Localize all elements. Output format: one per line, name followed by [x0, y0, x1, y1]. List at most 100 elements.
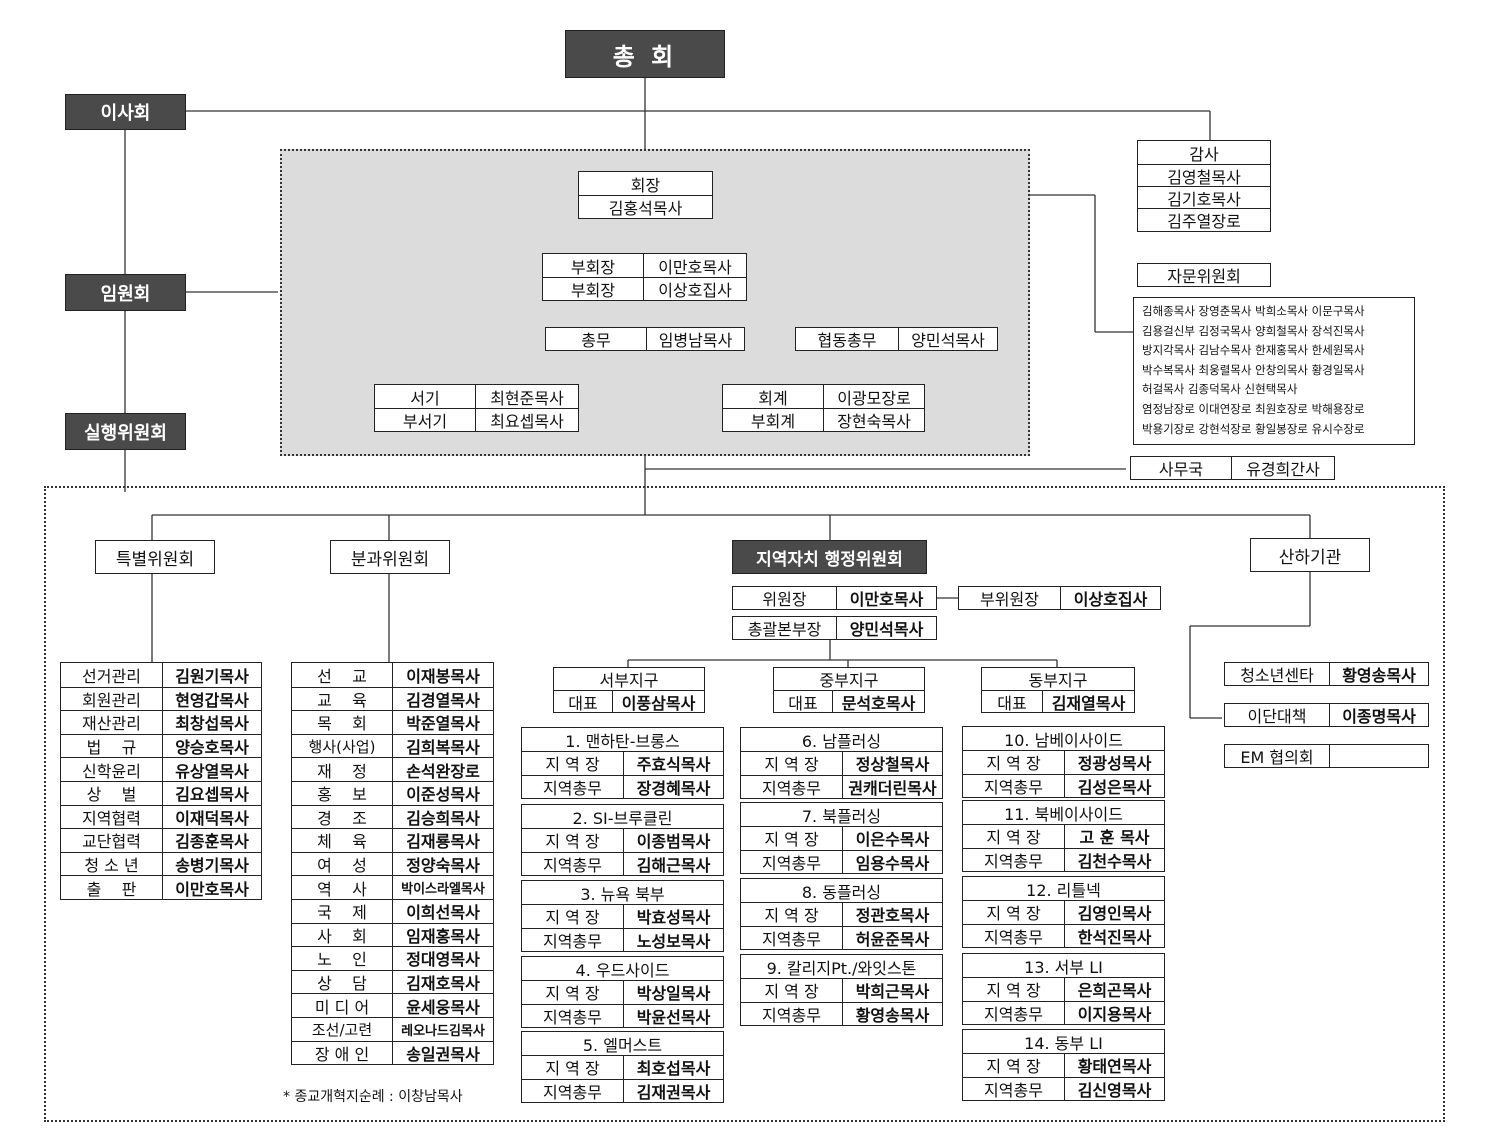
treasurer-title: 회계	[758, 388, 788, 408]
officers-council-box: 임원회	[65, 274, 186, 311]
division-name: 손석완장로	[392, 758, 493, 781]
division-label: 체 육	[317, 832, 367, 852]
region-name: 8. 동플러싱	[801, 882, 882, 902]
region-sec-label: 지역총무	[543, 1082, 602, 1102]
division-name: 송일권목사	[392, 1041, 493, 1065]
region-sec: 박윤선목사	[623, 1004, 723, 1027]
special-label: 재산관리	[82, 714, 141, 734]
region-sec: 김신영목사	[1064, 1077, 1164, 1100]
region-sec: 권캐더린목사	[842, 775, 942, 798]
region-name: 13. 서부 LI	[1024, 957, 1103, 977]
region-head-label: 지 역 장	[545, 755, 600, 775]
coop-secretary-box: 협동총무 양민석목사	[795, 327, 998, 351]
advisory-line: 김해종목사 장영춘목사 박희소목사 이문구목사	[1142, 304, 1365, 318]
advisory-line: 염정남장로 이대연장로 최원호장로 박해용장로	[1142, 401, 1365, 416]
audit-table: 감사 김영철목사 김기호목사 김주열장로	[1137, 140, 1271, 232]
division-name: 임재홍목사	[392, 923, 493, 947]
treasurer-name: 장현숙목사	[823, 409, 924, 431]
region-name: 9. 칼리지Pt./와잇스톤	[766, 958, 917, 978]
general-secretary-box: 총무 임병남목사	[545, 327, 745, 351]
affiliate-label: 이단대책	[1247, 707, 1307, 726]
region-sec-label: 지역총무	[984, 1004, 1043, 1024]
region-name: 6. 남플러싱	[801, 731, 882, 751]
region-head: 이은수목사	[842, 827, 942, 850]
division-label: 미 디 어	[314, 997, 370, 1017]
division-label: 교 육	[317, 690, 367, 710]
president-name: 김홍석목사	[608, 199, 683, 218]
chair-name: 이만호목사	[836, 587, 936, 609]
special-name: 김요셉목사	[162, 781, 261, 805]
division-name: 김재호목사	[392, 970, 493, 994]
division-name: 정대영목사	[392, 947, 493, 970]
division-name: 박준열목사	[392, 711, 493, 734]
affiliate-label: 청소년센타	[1240, 666, 1314, 685]
secretary-name: 최현준목사	[475, 385, 578, 408]
special-name: 현영갑목사	[162, 687, 261, 711]
region-sec-label: 지역총무	[984, 927, 1043, 947]
vice-chair-title: 부위원장	[980, 590, 1039, 609]
advisory-line: 방지각목사 김남수목사 한재홍목사 한세원목사	[1142, 343, 1365, 358]
region-sec-label: 지역총무	[984, 777, 1043, 797]
division-label: 여 성	[317, 856, 367, 876]
region-sec-label: 지역총무	[543, 1007, 602, 1027]
region-sec: 황영송목사	[842, 1002, 942, 1025]
special-label: 청 소 년	[84, 856, 139, 876]
coop-title: 협동총무	[817, 331, 877, 350]
region-head-label: 지 역 장	[545, 832, 600, 852]
district-rep: 문석호목사	[832, 691, 924, 712]
pilgrimage-note: * 종교개혁지순례 : 이창남목사	[283, 1089, 463, 1105]
special-name: 양승호목사	[162, 734, 261, 758]
region-name: 4. 우드사이드	[575, 960, 670, 980]
region-sec: 김천수목사	[1064, 848, 1164, 871]
coop-name: 양민석목사	[898, 328, 997, 350]
region-sec-label: 지역총무	[762, 778, 821, 798]
affiliate-name: 이종명목사	[1329, 704, 1428, 726]
advisory-members: 김해종목사 장영춘목사 박희소목사 이문구목사 김용걸신부 김정국목사 양희철목…	[1133, 297, 1415, 445]
division-label: 선 교	[317, 666, 367, 686]
special-name: 이만호목사	[162, 876, 261, 899]
special-name: 유상열목사	[162, 758, 261, 781]
division-name: 박이스라엘목사	[392, 876, 493, 899]
region-head-label: 지 역 장	[545, 908, 600, 928]
affiliate-row: 이단대책 이종명목사	[1224, 703, 1429, 727]
committees-area	[44, 486, 1445, 1122]
secretary-title: 서기	[410, 388, 440, 408]
hq-name: 양민석목사	[836, 617, 936, 639]
region-sec: 김해근목사	[623, 852, 723, 875]
district-name: 동부지구	[1028, 671, 1088, 690]
region-sec-label: 지역총무	[543, 855, 602, 875]
region-name: 14. 동부 LI	[1024, 1033, 1103, 1053]
division-label: 조선/고련	[311, 1020, 373, 1039]
region-sec: 허윤준목사	[842, 926, 942, 949]
division-committee-box: 분과위원회	[330, 540, 450, 574]
region-head-label: 지 역 장	[986, 754, 1041, 774]
vice-title: 부회장	[570, 281, 616, 300]
division-name: 김희복목사	[392, 734, 493, 758]
region-sec: 김재권목사	[623, 1079, 723, 1102]
division-name: 이희선목사	[392, 899, 493, 923]
region-sec: 이지용목사	[1064, 1001, 1164, 1024]
general-title: 총무	[581, 331, 611, 350]
district-rep: 이풍삼목사	[612, 691, 704, 712]
president-box: 회장 김홍석목사	[578, 171, 713, 219]
region-head: 박희근목사	[842, 979, 942, 1002]
advisory-title: 자문위원회	[1137, 263, 1271, 287]
special-label: 상 벌	[86, 785, 137, 805]
general-name: 임병남목사	[646, 328, 744, 350]
region-sec: 한석진목사	[1064, 924, 1164, 947]
special-name: 김종훈목사	[162, 829, 261, 852]
division-label: 재 정	[317, 761, 367, 781]
executive-committee-box: 실행위원회	[65, 413, 186, 450]
advisory-line: 김용걸신부 김정국목사 양희철목사 장석진목사	[1142, 323, 1365, 338]
